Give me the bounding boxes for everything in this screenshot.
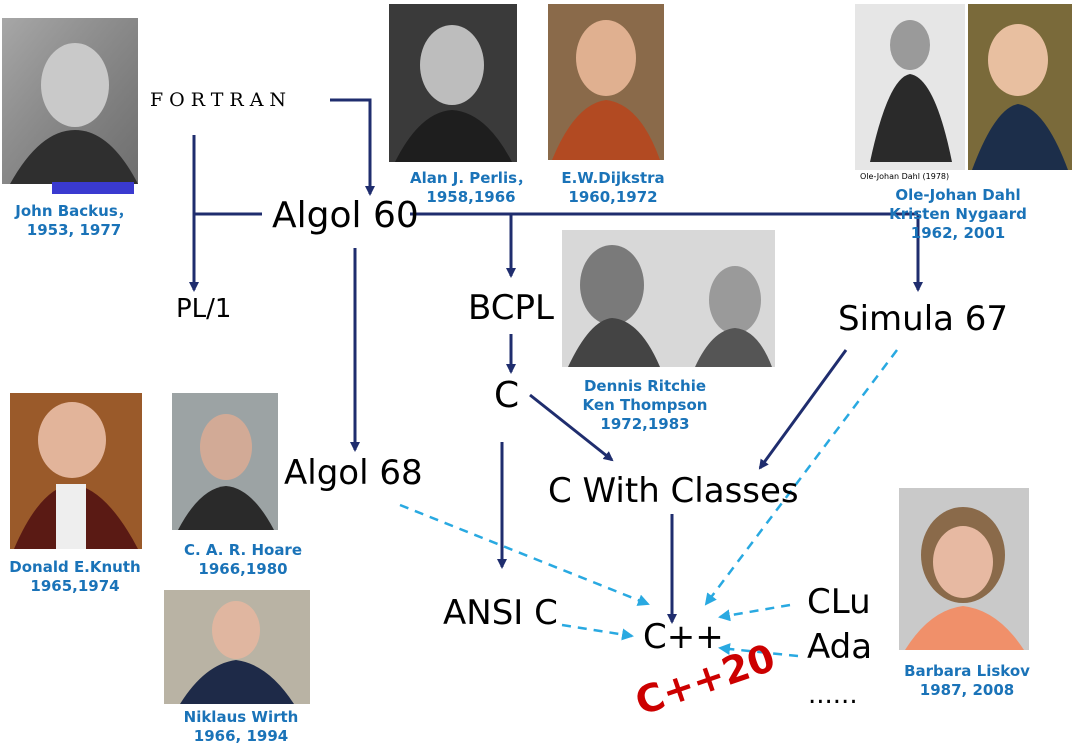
caption-name-2: Kristen Nygaard bbox=[889, 204, 1027, 223]
caption-name: E.W.Dijkstra bbox=[561, 169, 665, 187]
photo-car-hoare bbox=[172, 393, 278, 530]
caption-alan-perlis: Alan J. Perlis， 1958,1966 bbox=[396, 169, 546, 207]
caption-dahl-nygaard: Ole-Johan Dahl Kristen Nygaard 1962, 200… bbox=[878, 186, 1038, 242]
caption-niklaus-wirth: Niklaus Wirth 1966, 1994 bbox=[166, 708, 316, 746]
lang-ansi-c: ANSI C bbox=[443, 593, 558, 633]
lang-ada: Ada bbox=[807, 627, 873, 667]
caption-years: 1987, 2008 bbox=[919, 680, 1015, 699]
caption-name: Barbara Liskov bbox=[904, 662, 1030, 680]
caption-name-2: Ken Thompson bbox=[582, 395, 708, 414]
lang-algol60: Algol 60 bbox=[272, 195, 419, 236]
caption-years: 1962, 2001 bbox=[910, 223, 1006, 242]
caption-years: 1972,1983 bbox=[600, 414, 690, 433]
caption-years: 1965,1974 bbox=[30, 576, 120, 595]
photo-ew-dijkstra bbox=[548, 4, 664, 160]
caption-ritchie-thompson: Dennis Ritchie Ken Thompson 1972,1983 bbox=[570, 377, 720, 433]
lang-c-with-classes: C With Classes bbox=[548, 471, 799, 511]
lang-clu: CLu bbox=[807, 582, 871, 622]
caption-name: John Backus， bbox=[15, 202, 133, 220]
photo-ritchie-thompson bbox=[562, 230, 775, 367]
dashed-ansic-cpp bbox=[561, 623, 634, 641]
lang-algol68: Algol 68 bbox=[284, 453, 423, 493]
caption-john-backus: John Backus， 1953, 1977 bbox=[4, 202, 144, 240]
caption-ew-dijkstra: E.W.Dijkstra 1960,1972 bbox=[548, 169, 678, 207]
caption-name: Niklaus Wirth bbox=[183, 708, 299, 726]
caption-name-1: Dennis Ritchie bbox=[583, 377, 707, 395]
photo-barbara-liskov bbox=[899, 488, 1029, 650]
photo-donald-knuth bbox=[10, 393, 142, 549]
lang-cpp: C++ bbox=[643, 617, 724, 657]
lang-simula67: Simula 67 bbox=[838, 299, 1009, 339]
dashed-simula-cpp bbox=[704, 349, 898, 606]
caption-donald-knuth: Donald E.Knuth 1965,1974 bbox=[0, 558, 150, 596]
caption-years: 1966,1980 bbox=[198, 559, 288, 578]
caption-name: Alan J. Perlis， bbox=[409, 169, 533, 187]
photo-john-backus bbox=[2, 18, 138, 194]
lang-pl1: PL/1 bbox=[176, 294, 232, 324]
arrow-c-cwithclasses bbox=[529, 393, 614, 462]
photo-niklaus-wirth bbox=[164, 590, 310, 704]
lang-fortran: FORTRAN bbox=[150, 89, 293, 111]
caption-name: Donald E.Knuth bbox=[9, 558, 141, 576]
caption-years: 1960,1972 bbox=[568, 187, 658, 206]
caption-name: C. A. R. Hoare bbox=[183, 541, 303, 559]
photo-kristen-nygaard bbox=[968, 4, 1072, 170]
photo-alan-perlis bbox=[389, 4, 517, 162]
caption-name-1: Ole-Johan Dahl bbox=[895, 186, 1021, 204]
lang-c: C bbox=[494, 375, 520, 416]
dashed-clu-cpp bbox=[718, 603, 791, 622]
dashed-ada-cpp bbox=[718, 643, 799, 658]
arrow-fortran-algol60 bbox=[330, 98, 375, 196]
lang-ellipsis: ...... bbox=[808, 680, 858, 710]
dashed-algol68-cpp bbox=[399, 503, 650, 606]
arrow-simula-cwithclasses bbox=[758, 349, 848, 470]
caption-years: 1953, 1977 bbox=[26, 220, 122, 239]
photo-ole-johan-dahl bbox=[855, 4, 965, 170]
caption-years: 1966, 1994 bbox=[193, 726, 289, 745]
photo-caption-dahl-1978: Ole-Johan Dahl (1978) bbox=[860, 172, 950, 181]
caption-years: 1958,1966 bbox=[426, 187, 516, 206]
caption-car-hoare: C. A. R. Hoare 1966,1980 bbox=[168, 541, 318, 579]
caption-barbara-liskov: Barbara Liskov 1987, 2008 bbox=[892, 662, 1042, 700]
lang-bcpl: BCPL bbox=[468, 288, 554, 328]
